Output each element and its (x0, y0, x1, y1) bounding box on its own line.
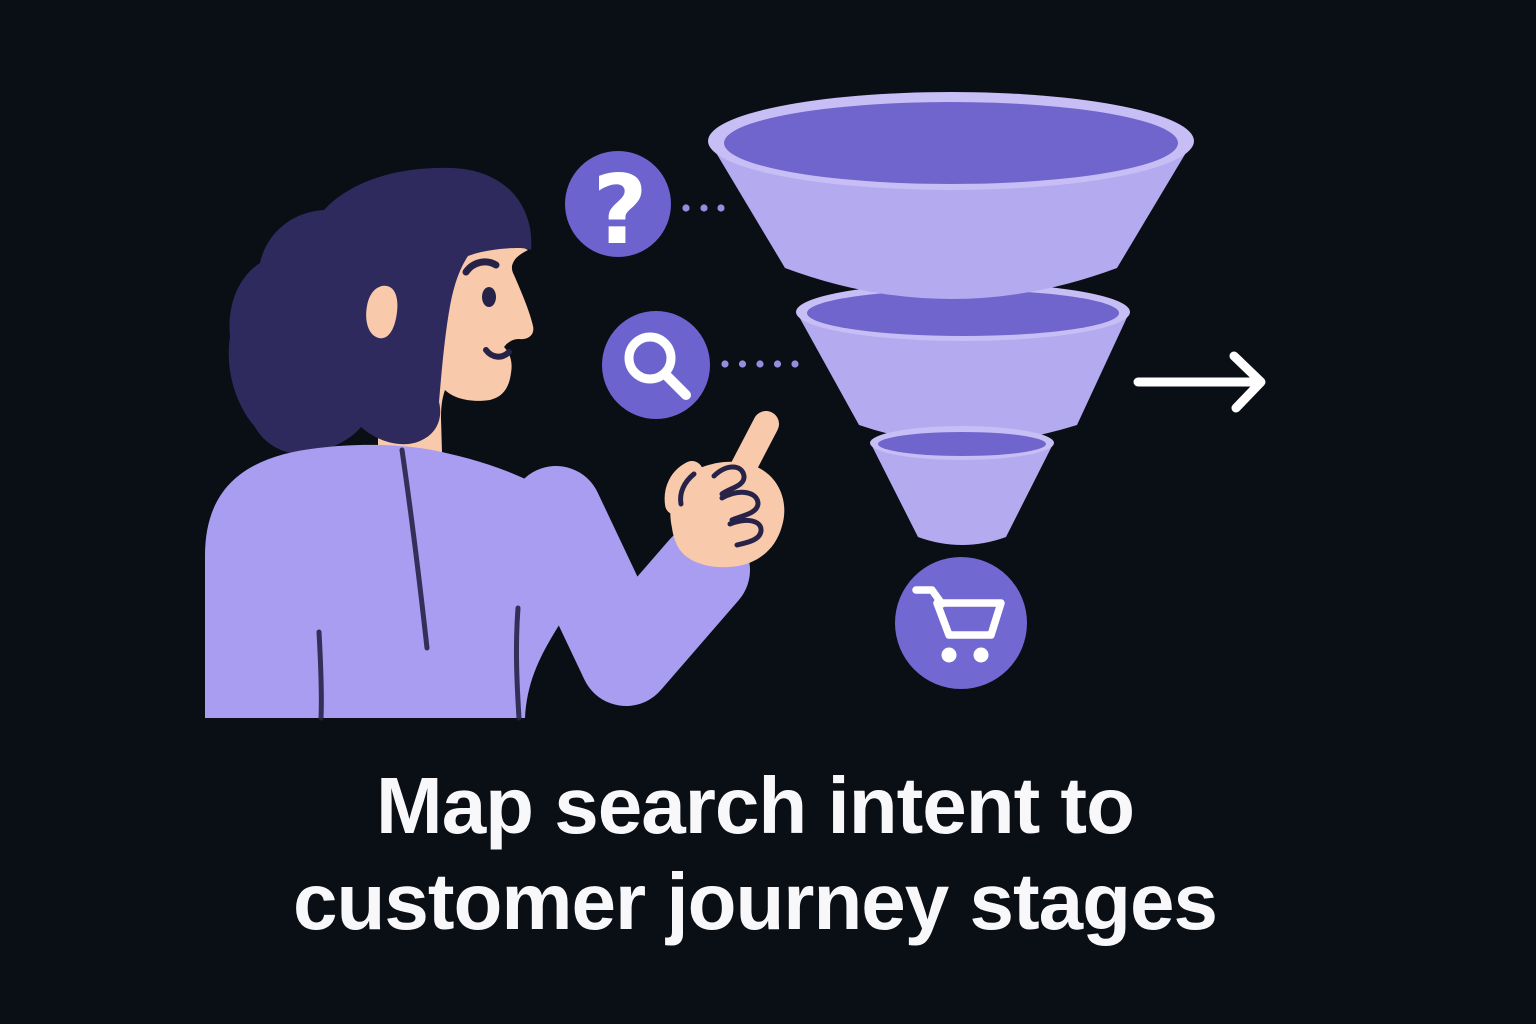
caption-line-1: Map search intent to (376, 761, 1134, 850)
caption-line-2: customer journey stages (293, 857, 1217, 946)
cart-icon (895, 557, 1027, 689)
pointing-finger (729, 411, 779, 483)
eye (482, 287, 496, 307)
ear (366, 285, 398, 339)
funnel-stage-1 (708, 92, 1194, 299)
sweater-arm (510, 466, 750, 706)
question-glyph: ? (592, 156, 647, 266)
question-icon: ? (565, 151, 671, 266)
search-dots (721, 360, 799, 368)
search-icon (602, 311, 710, 419)
smile (483, 347, 512, 360)
thumb (664, 461, 703, 515)
funnel-stage-3 (870, 426, 1054, 545)
question-dots (682, 204, 725, 212)
hand-detail-lines (678, 464, 764, 548)
caption: Map search intent to customer journey st… (293, 761, 1218, 946)
arrow-icon (1133, 351, 1266, 413)
funnel-stage-2 (796, 283, 1130, 443)
funnel-diagram (708, 92, 1194, 545)
eyebrow (462, 258, 500, 276)
woman-illustration (205, 167, 785, 721)
sweater-fold-lines (316, 447, 522, 721)
sweater-torso (205, 444, 585, 718)
